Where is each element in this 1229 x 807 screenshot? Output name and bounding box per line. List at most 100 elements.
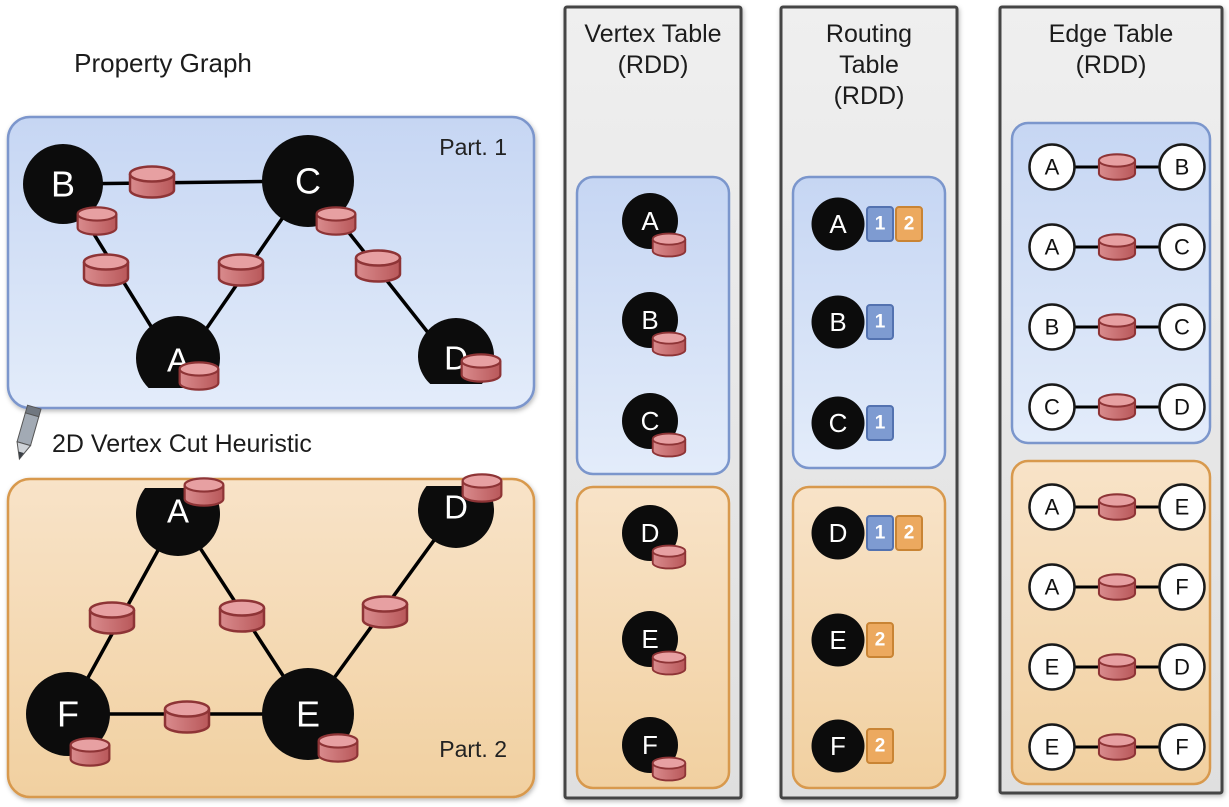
edge-property-cylinder-icon [88,601,136,635]
src-vertex-label: A [1045,575,1060,600]
dst-vertex-label: C [1174,235,1190,260]
edge-property-cylinder-icon [128,165,176,199]
vertex-d-label: D [444,489,468,526]
vertex-label: C [641,406,660,436]
vertex-property-cylinder-icon [317,733,359,763]
vertex-table-row: D [622,505,687,570]
vertex-label: E [829,625,846,655]
src-vertex-circle [1028,723,1076,771]
pencil-icon [16,404,42,461]
edge-property-cylinder-icon [1097,493,1137,521]
vertex-label: D [641,518,660,548]
dst-vertex-label: B [1175,155,1190,180]
edge-table-partition-2: A E A F E D [1010,459,1212,786]
vertex-property-cylinder-icon [651,232,687,258]
routing-table-row: D 1 2 [811,506,923,560]
vertex-c-label: C [295,161,321,202]
vertex-label: D [829,518,848,548]
vertex-e-label: E [296,694,320,735]
vertex-table-row: F [622,717,687,782]
partition-number: 2 [875,736,886,757]
dst-vertex-circle [1158,223,1206,271]
src-vertex-circle [1028,643,1076,691]
vertex-table-row: A [622,193,687,258]
src-vertex-circle [1028,223,1076,271]
src-vertex-label: A [1045,495,1060,520]
dst-vertex-label: F [1175,575,1188,600]
dst-vertex-label: D [1174,655,1190,680]
vertex-property-cylinder-icon [183,477,225,507]
routing-table-partition-2: D 1 2 E 2 F 2 [791,485,947,790]
vertex-label: A [829,209,847,239]
partition-2-label: Part. 2 [439,736,507,762]
partition-1-badge [866,304,894,340]
src-vertex-label: E [1045,655,1060,680]
edge-table-row: A C [1028,223,1206,271]
edge-property-cylinder-icon [1097,573,1137,601]
partition-1-badge [866,405,894,441]
vertex-property-cylinder-icon [460,353,502,383]
src-vertex-label: B [1045,315,1060,340]
routing-table-title-line2: Table [839,51,899,79]
vertex-table-column: Vertex Table (RDD) A B C [563,5,743,800]
dst-vertex-circle [1158,303,1206,351]
edge-table-row: A E [1028,483,1206,531]
partition-number: 2 [904,214,915,235]
src-vertex-circle [1028,303,1076,351]
vertex-property-cylinder-icon [651,331,687,357]
vertex-table-subtitle: (RDD) [618,51,689,79]
vertex-c [262,135,354,227]
vertex-table-row: B [622,292,687,357]
routing-table-row: B 1 [811,295,894,349]
src-vertex-circle [1028,383,1076,431]
vertex-property-cylinder-icon [651,756,687,782]
edge-property-cylinder-icon [361,595,409,629]
vertex-property-cylinder-icon [315,206,357,236]
partition-2-badge [866,728,894,764]
vertex-circle [811,396,865,450]
vertex-circle [811,506,865,560]
dst-vertex-circle [1158,143,1206,191]
dst-vertex-label: F [1175,735,1188,760]
vertex-label: F [642,730,658,760]
partition-number: 1 [875,413,886,434]
edge-property-cylinder-icon [82,253,130,287]
edge-table-column: Edge Table (RDD) A B A C [998,5,1224,795]
partition-2-badge [895,515,923,551]
edge-table-row: B C [1028,303,1206,351]
vertex-property-cylinder-icon [651,432,687,458]
src-vertex-circle [1028,563,1076,611]
partition-number: 1 [875,214,886,235]
src-vertex-label: A [1045,235,1060,260]
edge-table-row: A F [1028,563,1206,611]
vertex-table-title: Vertex Table [584,20,721,48]
routing-table-row: E 2 [811,613,894,667]
vertex-property-cylinder-icon [69,737,111,767]
vertex-cut-label: 2D Vertex Cut Heuristic [52,430,312,458]
src-vertex-circle [1028,143,1076,191]
edge-table-partition-2-box [1010,459,1212,786]
routing-table-partition-1: A 1 2 B 1 C 1 [791,175,947,470]
edge-table-title: Edge Table [1049,20,1174,48]
vertex-f [26,672,110,756]
vertex-label: C [829,408,848,438]
property-graph-title: Property Graph [74,48,252,78]
dst-vertex-label: D [1174,395,1190,420]
edge-property-cylinder-icon [1097,653,1137,681]
vertex-label: B [641,305,658,335]
src-vertex-label: E [1045,735,1060,760]
edge-table-row: E F [1028,723,1206,771]
routing-table-row: A 1 2 [811,197,923,251]
dst-vertex-label: C [1174,315,1190,340]
src-vertex-circle [1028,483,1076,531]
partition-number: 2 [904,523,915,544]
edge-property-cylinder-icon [217,253,265,287]
partition-1-badge [866,515,894,551]
edge-table-row: C D [1028,383,1206,431]
routing-table-column: Routing Table (RDD) A 1 2 B 1 C [779,5,959,800]
src-vertex-label: C [1044,395,1060,420]
partition-1-label: Part. 1 [439,134,507,160]
partition-2-badge [895,206,923,242]
edge-table-row: A B [1028,143,1206,191]
routing-table-row: C 1 [811,396,894,450]
